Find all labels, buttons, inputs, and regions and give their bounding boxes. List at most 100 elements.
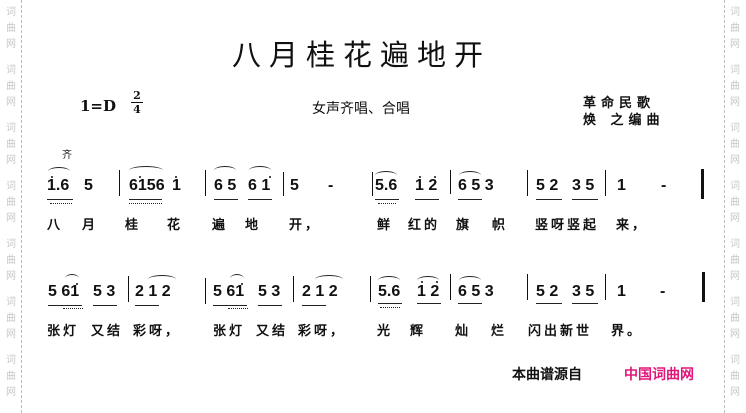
watermark-column-left: 词曲网词曲网词曲网词曲网词曲网词曲网词曲网 — [0, 0, 22, 413]
watermark-char: 曲 — [6, 197, 16, 208]
lyric-syllable: 帜 — [492, 218, 509, 233]
octave-dot — [76, 283, 78, 285]
lyric-syllable: 桂 — [125, 218, 142, 233]
watermark-char: 网 — [730, 387, 740, 398]
barline — [450, 170, 451, 194]
watermark-char: 网 — [730, 329, 740, 340]
octave-dot — [419, 176, 421, 178]
barline — [605, 170, 606, 196]
key-signature: 1=D — [80, 97, 117, 115]
slur — [375, 171, 397, 180]
watermark-char: 曲 — [6, 313, 16, 324]
beam-line — [50, 203, 72, 204]
watermark-char: 网 — [6, 329, 16, 340]
lyric-syllable: 光 — [377, 324, 394, 339]
beam-line — [302, 305, 326, 306]
lyric-syllable: 张灯 — [47, 324, 80, 339]
barline — [128, 276, 129, 302]
note-group: 3 5 — [572, 177, 595, 194]
slur — [214, 166, 236, 175]
note-group: 5.6 — [378, 283, 401, 300]
time-signature: 2 4 — [131, 90, 143, 115]
barline — [283, 172, 284, 196]
note-group: 5 2 — [536, 177, 559, 194]
watermark-char: 网 — [6, 271, 16, 282]
watermark-char: 曲 — [6, 255, 16, 266]
watermark-char: 网 — [6, 39, 16, 50]
watermark-char: 曲 — [730, 81, 740, 92]
time-denominator: 4 — [133, 103, 141, 116]
watermark-char: 词 — [6, 7, 16, 18]
watermark-char: 词 — [730, 181, 740, 192]
watermark-char: 曲 — [730, 371, 740, 382]
barline — [605, 274, 606, 300]
note-group: 1 2 — [417, 283, 440, 300]
note-group: 5 — [84, 177, 93, 194]
note-group: 6 5 — [214, 177, 237, 194]
lyric-syllable: 界。 — [611, 324, 644, 339]
note-group: 5 61 — [48, 283, 80, 300]
watermark-column-right: 词曲网词曲网词曲网词曲网词曲网词曲网词曲网 — [724, 0, 746, 413]
watermark-char: 曲 — [730, 139, 740, 150]
lyric-syllable: 辉 — [410, 324, 427, 339]
barline — [527, 274, 528, 300]
note-group: 5 3 — [258, 283, 281, 300]
watermark-char: 词 — [6, 297, 16, 308]
watermark-char: 词 — [730, 355, 740, 366]
note-group: 6 5 3 — [458, 283, 494, 300]
beam-line — [458, 303, 482, 304]
note-group: 5 — [290, 177, 299, 194]
note-group: - — [328, 177, 334, 194]
octave-dot — [269, 176, 271, 178]
lyric-syllable: 八 — [47, 218, 64, 233]
lyric-syllable: 遍 — [212, 218, 229, 233]
beam-line — [248, 199, 272, 200]
source-site-link[interactable]: 中国词曲网 — [624, 367, 694, 383]
credit-origin: 革命民歌 — [583, 96, 656, 111]
beam-line — [572, 199, 598, 200]
watermark-char: 词 — [730, 65, 740, 76]
note-group: 1 2 — [415, 177, 438, 194]
octave-dot — [51, 176, 53, 178]
watermark-char: 词 — [6, 181, 16, 192]
barline — [293, 276, 294, 302]
note-group: - — [660, 283, 666, 300]
note-group: 2 1 2 — [302, 283, 338, 300]
slur — [249, 166, 271, 175]
slur — [378, 276, 400, 285]
watermark-char: 词 — [6, 239, 16, 250]
octave-dot — [436, 281, 438, 283]
lyric-syllable: 竖呀竖起 — [535, 218, 600, 233]
note-group: 3 5 — [572, 283, 595, 300]
watermark-char: 网 — [730, 271, 740, 282]
beam-line — [417, 303, 441, 304]
slur — [459, 171, 481, 180]
watermark-char: 网 — [730, 97, 740, 108]
watermark-char: 曲 — [730, 313, 740, 324]
lyric-syllable: 红的 — [408, 218, 441, 233]
lyric-syllable: 开， — [289, 218, 322, 233]
barline — [450, 274, 451, 300]
watermark-char: 词 — [730, 297, 740, 308]
note-group: 6156 — [129, 177, 165, 194]
beam-line — [93, 305, 117, 306]
watermark-char: 网 — [730, 155, 740, 166]
beam-line — [458, 199, 482, 200]
watermark-char: 曲 — [6, 371, 16, 382]
beam-line — [129, 203, 162, 204]
note-group: 5 61 — [213, 283, 245, 300]
watermark-char: 词 — [6, 65, 16, 76]
beam-line — [129, 199, 162, 200]
beam-line — [47, 199, 73, 200]
barline — [370, 276, 371, 302]
beam-line — [213, 305, 247, 306]
lyric-syllable: 鲜 — [377, 218, 394, 233]
note-group: 1 — [172, 177, 181, 194]
beam-line — [375, 199, 399, 200]
note-group: 1 — [617, 177, 626, 194]
lyric-syllable: 张灯 — [213, 324, 246, 339]
slur — [148, 275, 176, 284]
note-group: - — [661, 177, 667, 194]
time-numerator: 2 — [133, 89, 141, 102]
barline — [205, 170, 206, 196]
